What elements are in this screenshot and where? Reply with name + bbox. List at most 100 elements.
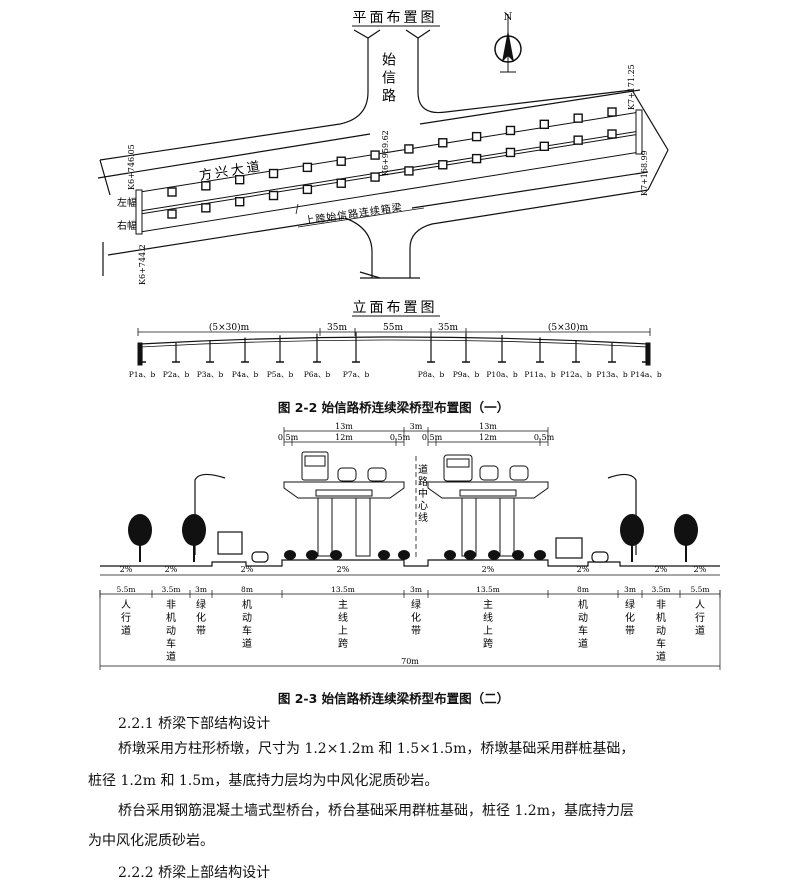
span-label-5: (5×30)m (548, 322, 589, 333)
lane-label: 非机动车道 (656, 599, 666, 663)
span-label-4: 35m (438, 323, 458, 333)
pier-label: P12a、b (560, 370, 592, 379)
main-road-edges (97, 89, 649, 256)
plan-pier-box (201, 181, 211, 191)
tree-canopy (674, 514, 698, 546)
span-label-2: 35m (327, 323, 347, 333)
slope-label: 2% (577, 565, 590, 574)
paragraph-1-line-1: 桥墩采用方柱形桥墩，尺寸为 1.2×1.2m 和 1.5×1.5m，桥墩基础采用… (118, 741, 635, 757)
width-label: 3m (195, 585, 207, 594)
pier-label: P4a、b (232, 370, 259, 379)
pier-label: P1a、b (129, 370, 156, 379)
width-label: 8m (241, 585, 253, 594)
plan-pier-box (573, 113, 583, 123)
left-half-label: 左幅 (117, 196, 137, 209)
crossroad-outline (99, 29, 669, 279)
lane-label: 人行道 (121, 599, 131, 637)
plan-pier-box (438, 160, 448, 170)
width-label: 13.5m (331, 585, 355, 594)
span-label-1: (5×30)m (209, 322, 250, 333)
section-roadside (194, 473, 637, 563)
total-width: 70m (401, 657, 419, 666)
pier-label: P3a、b (197, 370, 224, 379)
shrub (512, 550, 524, 560)
pier-label: P9a、b (453, 370, 480, 379)
dim-12m-right: 12m (479, 433, 497, 442)
plan-pier-box (505, 147, 516, 158)
tree-canopy (128, 514, 152, 546)
dim-05-a: 0.5m (278, 433, 299, 442)
width-label: 13.5m (476, 585, 500, 594)
width-label: 8m (577, 585, 589, 594)
figure-caption-1: 图 2-2 始信路桥连续梁桥型布置图（一） (277, 400, 510, 415)
lane-label: 主线上跨 (338, 599, 348, 650)
plan-pier-box (505, 125, 516, 136)
slope-label: 2% (655, 565, 668, 574)
beam-note: 上跨始信路连续箱梁 (304, 200, 404, 227)
lane-label: 绿化带 (196, 598, 206, 637)
shrub (306, 550, 318, 560)
plan-pier-box (404, 166, 414, 176)
slope-label: 2% (482, 565, 495, 574)
width-label: 3.5m (651, 585, 670, 594)
shrub (284, 550, 296, 560)
section-heading-1: 2.2.1 桥梁下部结构设计 (118, 716, 271, 732)
span-label-3: 55m (383, 323, 403, 333)
pier-label: P14a、b (630, 370, 662, 379)
right-half-label: 右幅 (117, 219, 137, 232)
width-label: 5.5m (690, 585, 709, 594)
plan-pier-box (167, 209, 177, 219)
pier-label: P11a、b (524, 370, 556, 379)
pier-label: P2a、b (163, 370, 190, 379)
dim-13m-right: 13m (479, 422, 497, 431)
plan-pier-box (234, 174, 245, 185)
plan-pier-box (471, 153, 482, 164)
slope-label: 2% (120, 565, 133, 574)
plan-pier-box (370, 150, 380, 160)
north-label: N (504, 12, 513, 23)
deck-vehicles (301, 451, 529, 482)
lane-label: 绿化带 (411, 598, 421, 637)
plan-pier-box (607, 107, 617, 117)
dim-3m: 3m (410, 422, 423, 431)
total-dim (99, 590, 721, 670)
pier-label: P8a、b (418, 370, 445, 379)
plan-pier-box (404, 144, 414, 154)
shrub (378, 550, 390, 560)
width-label: 3m (624, 585, 636, 594)
dim-12m-left: 12m (335, 433, 353, 442)
plan-pier-box (167, 187, 177, 197)
plan-pier-box (539, 141, 550, 152)
lane-label: 机动车道 (578, 598, 588, 650)
station-k3: K6+959.62 (381, 130, 390, 176)
plan-pier-box (438, 138, 448, 148)
plan-pier-marks (167, 107, 617, 219)
section-heading-2: 2.2.2 桥梁上部结构设计 (118, 865, 271, 881)
dim-05-b: 0.5m (390, 433, 411, 442)
lane-label: 机动车道 (242, 598, 252, 650)
slope-label: 2% (694, 565, 707, 574)
pier-label: P13a、b (596, 370, 628, 379)
station-k1: K6+746.05 (127, 144, 136, 190)
paragraph-2-line-2: 为中风化泥质砂岩。 (88, 833, 214, 849)
section-width-dims: 5.5m 2% 人行道 3.5m 2% 非机动车道 3m 绿化带 8m 2% 机动车道 13.5m 2%… (99, 565, 721, 663)
plan-pier-box (370, 172, 380, 182)
paragraph-1-line-2: 桩径 1.2m 和 1.5m，基底持力层均为中风化泥质砂岩。 (88, 773, 439, 789)
station-k5: K7+168.99 (640, 150, 649, 196)
lane-label: 人行道 (695, 599, 705, 637)
plan-pier-box (539, 119, 550, 130)
section-ground (100, 559, 720, 576)
figure-caption-2: 图 2-3 始信路桥连续梁桥型布置图（二） (277, 691, 510, 706)
pier-label: P5a、b (267, 370, 294, 379)
main-road-name: 方兴大道 (198, 158, 264, 184)
plan-pier-box (268, 190, 279, 201)
plan-title: 平面布置图 (353, 10, 438, 26)
slope-label: 2% (337, 565, 350, 574)
width-label: 5.5m (116, 585, 135, 594)
width-label: 3.5m (161, 585, 180, 594)
section-bridges (283, 481, 549, 557)
shrub (488, 550, 500, 560)
paragraph-2-line-1: 桥台采用钢筋混凝土墙式型桥台，桥台基础采用群桩基础，桩径 1.2m，基底持力层 (118, 803, 634, 819)
crossroad-label: 始信路 (380, 52, 396, 106)
